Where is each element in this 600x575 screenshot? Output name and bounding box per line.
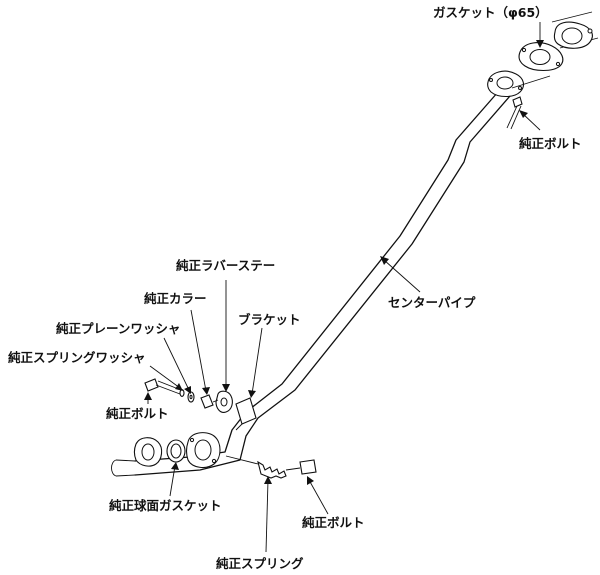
pipe-inlet-flange bbox=[185, 432, 221, 469]
label-bolt-left: 純正ボルト bbox=[106, 406, 169, 421]
bracket-part bbox=[235, 397, 257, 431]
front-pipe-flange bbox=[133, 437, 163, 467]
upstream-pipe-flange bbox=[551, 11, 599, 49]
label-ball-gasket: 純正球面ガスケット bbox=[109, 498, 222, 513]
label-bracket: ブラケット bbox=[238, 312, 301, 327]
label-center-pipe: センターパイプ bbox=[388, 295, 476, 310]
label-gasket-phi65: ガスケット（φ65） bbox=[433, 5, 548, 20]
label-bolt-top-right: 純正ボルト bbox=[519, 136, 582, 151]
label-collar: 純正カラー bbox=[144, 291, 207, 306]
top-bolt-part bbox=[506, 96, 523, 130]
center-pipe bbox=[111, 70, 525, 477]
ball-gasket-part bbox=[166, 439, 186, 463]
label-spring: 純正スプリング bbox=[216, 556, 304, 571]
gasket-phi65 bbox=[518, 42, 564, 72]
label-spring-washer: 純正スプリングワッシャ bbox=[8, 350, 146, 365]
label-plain-washer: 純正プレーンワッシャ bbox=[56, 321, 180, 336]
spring-and-bolt bbox=[225, 455, 317, 479]
label-rubber-stay: 純正ラバーステー bbox=[176, 258, 275, 273]
label-bolt-bottom-right: 純正ボルト bbox=[302, 515, 365, 530]
leaders bbox=[144, 22, 544, 553]
guide-line bbox=[511, 75, 551, 89]
